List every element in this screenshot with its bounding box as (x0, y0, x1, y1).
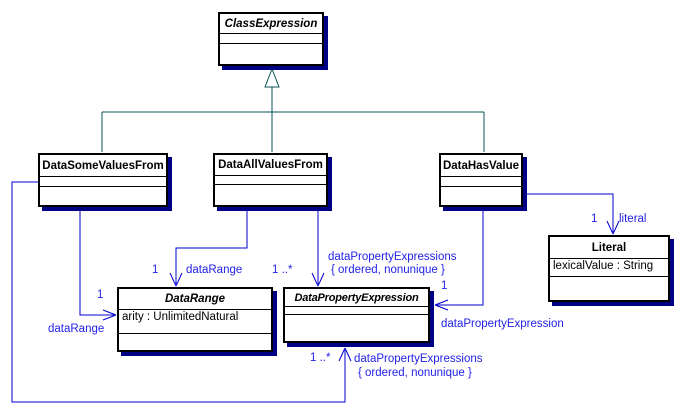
multiplicity-label: 1 (97, 289, 104, 301)
association-dsvf-to-datarange-left (79, 209, 117, 321)
constraint-label: { ordered, nonunique } (331, 264, 445, 276)
attributes-compartment (215, 176, 326, 185)
operations-compartment (550, 277, 668, 300)
class-box-literal[interactable]: Literal lexicalValue : String (548, 235, 670, 302)
generalization-triangle-icon (264, 67, 280, 88)
open-arrowhead-icon (311, 272, 325, 287)
class-box-datahasvalue[interactable]: DataHasValue (439, 153, 523, 207)
association-dsvf-to-dpe-bottom (11, 181, 352, 403)
class-box-datarange[interactable]: DataRange arity : UnlimitedNatural (117, 287, 273, 352)
open-arrowhead-icon (606, 220, 620, 235)
class-box-datapropertyexpression[interactable]: DataPropertyExpression (283, 287, 430, 343)
operations-compartment (285, 315, 428, 341)
open-arrowhead-icon (434, 299, 449, 311)
class-name: DataRange (119, 289, 271, 310)
association-dhv-to-literal (525, 193, 620, 235)
attributes-compartment (220, 34, 322, 44)
association-davf-to-dpe-top (311, 209, 325, 287)
operations-compartment (40, 187, 166, 205)
class-name: Literal (550, 237, 668, 259)
multiplicity-label: 1 (591, 213, 598, 225)
attributes-compartment (40, 177, 166, 187)
role-label-datarange: dataRange (48, 323, 105, 335)
class-box-classexpression[interactable]: ClassExpression (218, 12, 324, 66)
attributes-compartment (285, 307, 428, 315)
operations-compartment (220, 44, 322, 64)
multiplicity-label: 1 ..* (310, 352, 331, 364)
attributes-compartment (441, 177, 521, 187)
class-box-dataallvaluesfrom[interactable]: DataAllValuesFrom (213, 153, 328, 207)
multiplicity-label: 1 (152, 264, 159, 276)
class-name: DataPropertyExpression (285, 289, 428, 307)
attribute-text: arity : UnlimitedNatural (122, 311, 239, 323)
class-name: DataAllValuesFrom (215, 155, 326, 176)
attribute-text: lexicalValue : String (553, 260, 654, 272)
role-label-datarange: dataRange (186, 264, 243, 276)
class-name: ClassExpression (220, 14, 322, 34)
operations-compartment (119, 334, 271, 350)
role-label-datapropertyexpressions: dataPropertyExpressions (354, 353, 483, 365)
attributes-compartment: arity : UnlimitedNatural (119, 310, 271, 334)
class-name: DataHasValue (441, 155, 521, 177)
class-name: DataSomeValuesFrom (40, 155, 166, 177)
constraint-label: { ordered, nonunique } (358, 367, 472, 379)
attributes-compartment: lexicalValue : String (550, 259, 668, 277)
association-dhv-to-dpe-right (434, 209, 484, 311)
role-label-datapropertyexpressions: dataPropertyExpressions (328, 251, 457, 263)
operations-compartment (441, 187, 521, 205)
open-arrowhead-icon (169, 272, 183, 287)
generalization-lines (101, 67, 485, 152)
multiplicity-label: 1 ..* (272, 264, 293, 276)
open-arrowhead-icon (102, 309, 117, 321)
role-label-literal: literal (619, 213, 647, 225)
association-davf-to-datarange-top (169, 209, 248, 287)
open-arrowhead-icon (338, 347, 352, 362)
multiplicity-label: 1 (441, 280, 448, 292)
operations-compartment (215, 185, 326, 205)
class-box-datasomevaluesfrom[interactable]: DataSomeValuesFrom (38, 153, 168, 207)
role-label-datapropertyexpression: dataPropertyExpression (441, 318, 564, 330)
